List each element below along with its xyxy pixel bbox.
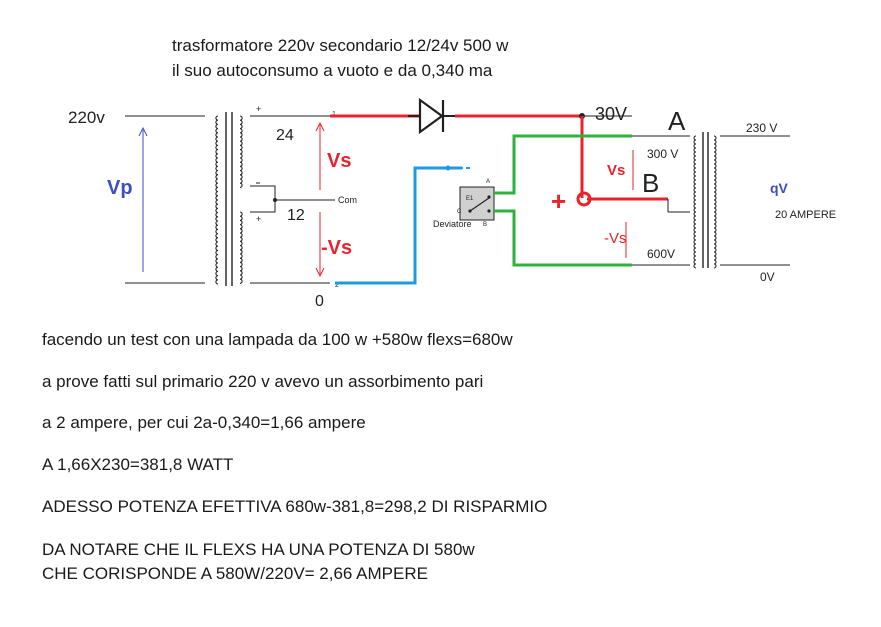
center-tap-wire	[250, 185, 335, 201]
center-tap-wire-2	[250, 200, 276, 213]
vs-label: Vs	[327, 150, 351, 172]
deviatore-label: Deviatore	[433, 219, 472, 229]
body-line-4: A 1,66X230=381,8 WATT	[42, 455, 234, 474]
vp-arrow-head	[138, 126, 148, 137]
big-plus-label: +	[551, 186, 566, 216]
out-qv-label: qV	[770, 180, 789, 196]
tap-24-label: 24	[276, 127, 294, 144]
diode-icon	[418, 97, 444, 135]
out-230v-label: 230 V	[746, 121, 777, 135]
plus-node	[576, 191, 592, 207]
vs-right-label: Vs	[607, 162, 625, 179]
out-0v-label: 0V	[760, 270, 775, 284]
body-line-1: facendo un test con una lampada da 100 w…	[42, 330, 513, 349]
tap-600v-label: 600V	[647, 247, 675, 261]
vs-arrow-head	[315, 121, 325, 132]
body-line-7: CHE CORISPONDE A 580W/220V= 2,66 AMPERE	[42, 564, 428, 583]
switch-c-label: C	[457, 209, 462, 215]
switch-dot-3	[487, 209, 491, 213]
switch-dot-1	[468, 209, 472, 213]
secondary-coil-lower	[239, 211, 243, 284]
neg-vs-arrow-head	[315, 267, 325, 278]
com-label: Com	[338, 195, 357, 205]
tap-300v-label: 300 V	[647, 147, 678, 161]
secondary-coil-upper	[239, 115, 243, 188]
plus-mark-mid: +	[256, 214, 261, 224]
primary-coil	[215, 115, 219, 285]
neg-vs-right-label: -Vs	[604, 230, 627, 247]
blue-wire	[335, 166, 462, 285]
right-secondary-coil	[713, 135, 717, 269]
switch-dot-2	[487, 195, 491, 199]
vp-label: Vp	[107, 177, 133, 199]
body-line-6: DA NOTARE CHE IL FLEXS HA UNA POTENZA DI…	[42, 540, 475, 559]
center-tap-node	[273, 198, 277, 202]
body-line-3: a 2 ampere, per cui 2a-0,340=1,66 ampere	[42, 413, 366, 432]
body-line-5: ADESSO POTENZA EFETTIVA 680w-381,8=298,2…	[42, 497, 548, 516]
primary-voltage-label: 220v	[68, 108, 105, 127]
green-wire-bottom	[494, 209, 632, 267]
body-line-2: a prove fatti sul primario 220 v avevo u…	[42, 372, 484, 391]
pin-2-label: 2	[335, 282, 339, 289]
circuit-diagram: 220v Vp + + 24 12 0 Com 1 2 Vs -Vs 30V +	[68, 97, 836, 310]
switch-e1-label: E1	[466, 196, 474, 202]
right-primary-coil	[693, 135, 697, 269]
tap-0-label: 0	[315, 293, 324, 310]
neg-vs-label: -Vs	[321, 237, 352, 259]
plus-mark-top: +	[256, 104, 261, 114]
node-a-label: A	[668, 106, 686, 136]
tap-12-label: 12	[287, 207, 305, 224]
blue-node	[445, 165, 451, 171]
switch-a-label: A	[486, 179, 490, 185]
deviatore-switch	[459, 186, 495, 221]
header-line-2: il suo autoconsumo a vuoto e da 0,340 ma	[172, 61, 493, 80]
out-20a-label: 20 AMPERE	[775, 209, 836, 221]
output-30v-label: 30V	[595, 104, 627, 124]
green-wire-top	[494, 134, 632, 195]
node-b-label: B	[642, 168, 659, 198]
header-line-1: trasformatore 220v secondario 12/24v 500…	[172, 36, 509, 55]
switch-b-label: B	[483, 222, 487, 228]
switch-lever	[469, 197, 490, 212]
